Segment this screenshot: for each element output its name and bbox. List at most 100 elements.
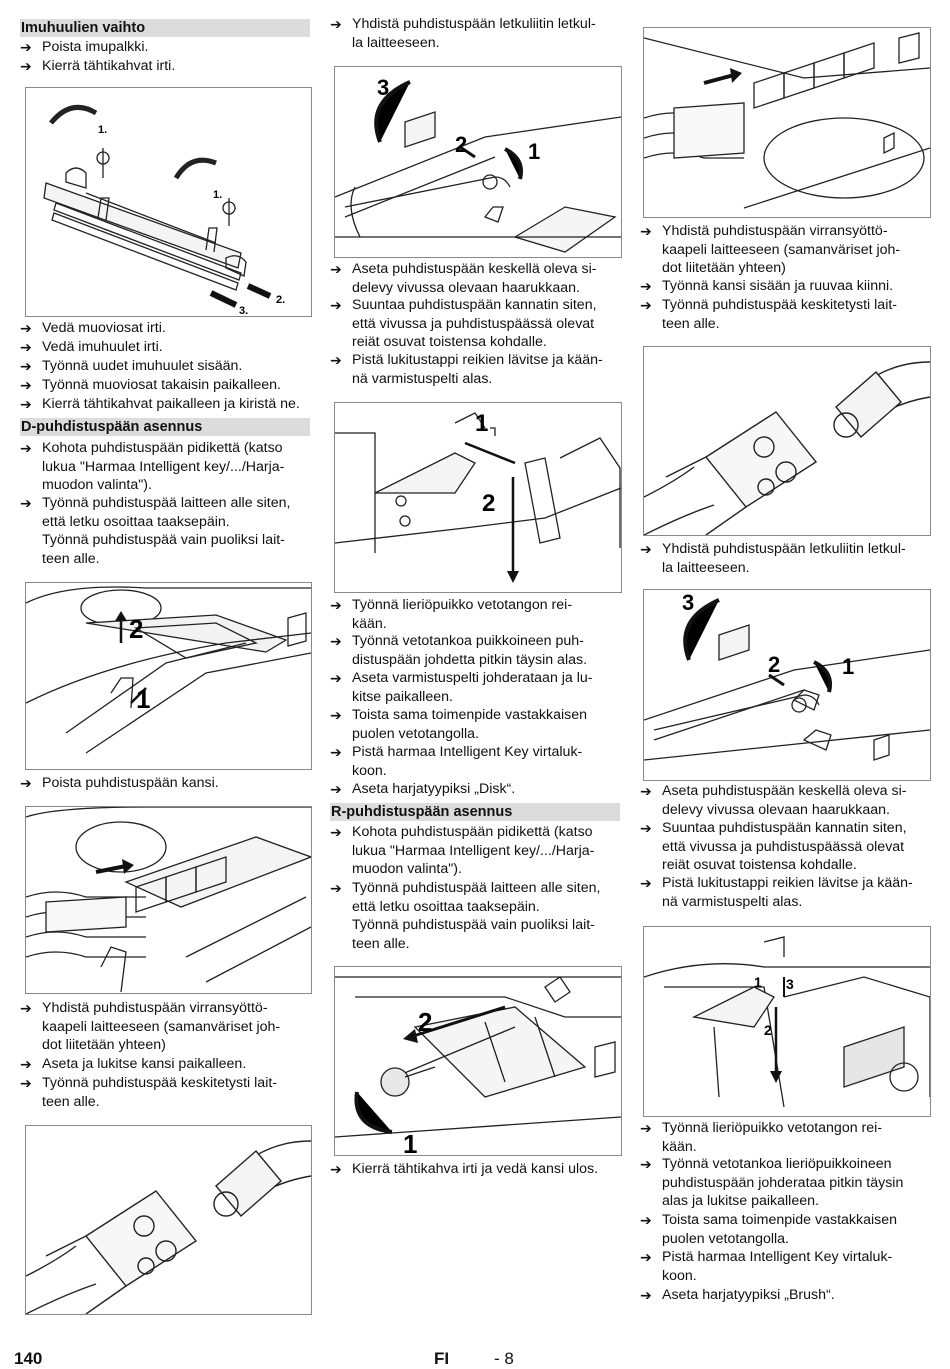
callout-label: 1 [528, 139, 540, 164]
callout-label: 1 [475, 410, 488, 437]
fork-plate-illustration: 3 2 1 [335, 75, 621, 253]
arrow-right-icon: ➔ [640, 223, 652, 239]
section-heading-squeegee-lips: Imuhuulien vaihto [20, 19, 310, 37]
arrow-right-icon: ➔ [640, 1287, 652, 1303]
step: ➔Yhdistä puhdistuspään letkuliitin letku… [330, 16, 596, 51]
figure-hose-coupling [25, 1125, 312, 1315]
callout-label: 2 [768, 652, 780, 677]
step: ➔Työnnä lieriöpuikko vetotangon rei- kää… [640, 1120, 883, 1155]
step: ➔Aseta harjatyypiksi „Disk“. [330, 781, 516, 797]
squeegee-illustration: 1. 1. 2. 3. [43, 104, 285, 316]
callout-label: 2 [129, 614, 143, 644]
step: ➔Työnnä puhdistuspää keskitetysti lait- … [640, 297, 898, 332]
step: ➔Yhdistä puhdistuspään virransyöttö- kaa… [20, 1000, 281, 1053]
callout-label: 2. [276, 294, 285, 306]
language-code: FI [434, 1349, 450, 1368]
step: ➔Suuntaa puhdistuspään kannatin siten, e… [330, 297, 597, 350]
arrow-right-icon: ➔ [330, 707, 342, 723]
callout-label: 2 [418, 1007, 432, 1037]
cable-connector-r-illustration [644, 32, 930, 209]
star-knob-illustration: 2 1 [335, 976, 621, 1155]
arrow-right-icon: ➔ [330, 261, 342, 277]
arrow-right-icon: ➔ [20, 495, 32, 511]
step: ➔Aseta puhdistuspään keskellä oleva si- … [640, 783, 907, 818]
arrow-right-icon: ➔ [330, 297, 342, 313]
arrow-right-icon: ➔ [330, 633, 342, 649]
step: ➔Työnnä lieriöpuikko vetotangon rei- kää… [330, 597, 573, 632]
arrow-right-icon: ➔ [20, 775, 32, 791]
head-cover-illustration: 2 1 [26, 586, 311, 754]
arrow-right-icon: ➔ [20, 1000, 32, 1016]
figure-pull-rod: 1 2 [334, 402, 622, 593]
arrow-right-icon: ➔ [330, 880, 342, 896]
step: ➔Vedä imuhuulet irti. [20, 339, 163, 355]
callout-label: 1. [213, 189, 222, 201]
step: ➔Työnnä vetotankoa puikkoineen puh- dist… [330, 633, 588, 668]
hose-coupling-r-illustration [644, 361, 930, 535]
figure-star-knob: 2 1 [334, 966, 622, 1156]
arrow-right-icon: ➔ [330, 597, 342, 613]
step: ➔Aseta puhdistuspään keskellä oleva si- … [330, 261, 597, 296]
step: ➔Pistä lukitustappi reikien lävitse ja k… [330, 352, 603, 387]
arrow-right-icon: ➔ [20, 58, 32, 74]
step: ➔Aseta varmistuspelti johderataan ja lu-… [330, 670, 593, 705]
figure-squeegee-removal: 1. 1. 2. 3. [25, 87, 312, 317]
step: ➔Poista puhdistuspään kansi. [20, 775, 219, 791]
arrow-right-icon: ➔ [20, 377, 32, 393]
section-heading-d-head: D-puhdistuspään asennus [20, 418, 310, 436]
callout-label: 1 [842, 654, 854, 679]
arrow-right-icon: ➔ [640, 783, 652, 799]
step: ➔Pistä lukitustappi reikien lävitse ja k… [640, 875, 913, 910]
step: ➔Kierrä tähtikahvat paikalleen ja kirist… [20, 396, 300, 412]
page-number: 140 [14, 1349, 43, 1368]
arrow-right-icon: ➔ [330, 16, 342, 32]
figure-pull-rod-r: 1 3 2 [643, 926, 931, 1117]
callout-label: 2 [482, 490, 495, 517]
arrow-right-icon: ➔ [330, 1161, 342, 1177]
callout-label: 3. [239, 305, 248, 316]
arrow-right-icon: ➔ [640, 1212, 652, 1228]
arrow-right-icon: ➔ [330, 352, 342, 368]
page-reference: - 8 [494, 1349, 514, 1368]
arrow-right-icon: ➔ [640, 875, 652, 891]
step: ➔Poista imupalkki. [20, 39, 149, 55]
arrow-right-icon: ➔ [20, 358, 32, 374]
arrow-right-icon: ➔ [330, 781, 342, 797]
arrow-right-icon: ➔ [640, 541, 652, 557]
step: ➔Työnnä kansi sisään ja ruuvaa kiinni. [640, 278, 894, 294]
arrow-right-icon: ➔ [640, 297, 652, 313]
step: ➔Kohota puhdistuspään pidikettä (katso l… [20, 440, 285, 493]
hose-coupling-illustration [26, 1140, 311, 1314]
callout-label: 1 [754, 974, 762, 990]
section-heading-r-head: R-puhdistuspään asennus [330, 803, 620, 821]
pull-rod-r-illustration: 1 3 2 [644, 936, 930, 1108]
arrow-right-icon: ➔ [20, 39, 32, 55]
arrow-right-icon: ➔ [640, 820, 652, 836]
arrow-right-icon: ➔ [20, 320, 32, 336]
step: ➔Pistä harmaa Intelligent Key virtaluk- … [640, 1249, 893, 1284]
step: ➔Pistä harmaa Intelligent Key virtaluk- … [330, 744, 583, 779]
step: ➔Aseta harjatyypiksi „Brush“. [640, 1287, 835, 1303]
callout-label: 3 [377, 75, 389, 100]
figure-cable-connector [25, 806, 312, 994]
pull-rod-illustration: 1 2 [335, 410, 621, 583]
step: ➔Työnnä uudet imuhuulet sisään. [20, 358, 243, 374]
arrow-right-icon: ➔ [330, 824, 342, 840]
arrow-right-icon: ➔ [20, 396, 32, 412]
arrow-right-icon: ➔ [20, 1056, 32, 1072]
arrow-right-icon: ➔ [640, 278, 652, 294]
arrow-right-icon: ➔ [640, 1249, 652, 1265]
step: ➔Kierrä tähtikahva irti ja vedä kansi ul… [330, 1161, 599, 1177]
step: ➔Työnnä puhdistuspää laitteen alle siten… [330, 880, 601, 952]
arrow-right-icon: ➔ [20, 1075, 32, 1091]
figure-cable-connector-r [643, 27, 931, 218]
arrow-right-icon: ➔ [20, 339, 32, 355]
step: ➔Aseta ja lukitse kansi paikalleen. [20, 1056, 247, 1072]
callout-label: 1 [403, 1129, 417, 1155]
figure-fork-plate: 3 2 1 [334, 66, 622, 258]
arrow-right-icon: ➔ [330, 744, 342, 760]
fork-plate-r-illustration: 3 2 1 [644, 590, 930, 761]
step: ➔Kierrä tähtikahvat irti. [20, 58, 176, 74]
arrow-right-icon: ➔ [640, 1120, 652, 1136]
callout-label: 1. [98, 124, 107, 136]
